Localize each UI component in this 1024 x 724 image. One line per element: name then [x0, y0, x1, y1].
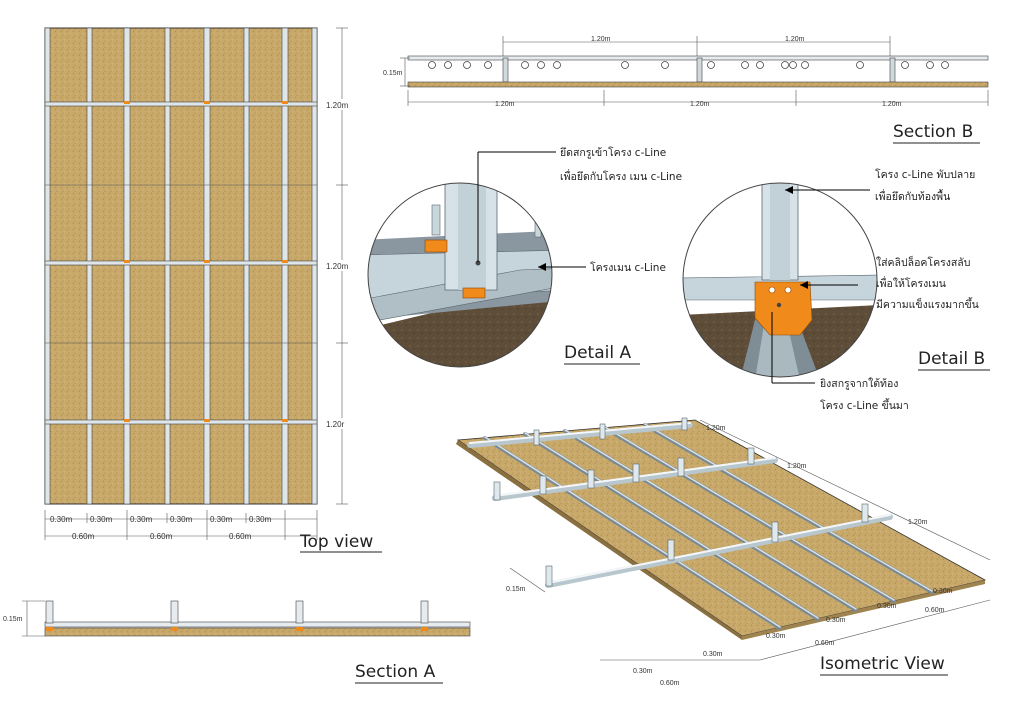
iso-right-small-1: 0.30m — [826, 617, 846, 624]
detail-a-note-1b: เพื่อยึดกับโครง เมน c-Line — [560, 169, 682, 183]
sec-b-height-dim: 0.15m — [383, 70, 403, 77]
top-dim-s5: 0.30m — [210, 515, 233, 524]
isometric-view: 1.20m 1.20m 1.20m 0.15m 0.30m 0.30m 0.30… — [456, 417, 991, 687]
iso-side-dim-3: 1.20m — [908, 519, 928, 526]
section-a: 0.15m Section A — [3, 600, 471, 684]
detail-a: ยึดสกรูเข้าโครง c-Line เพื่อยึดกับโครง เ… — [367, 146, 682, 368]
top-view-rails — [44, 27, 318, 505]
top-dim-v3: 1.20r — [326, 420, 345, 429]
detail-b-note-2a: ใส่คลิปล็อคโครงสลับ — [876, 255, 970, 269]
iso-front-small-1: 0.30m — [633, 668, 653, 675]
detail-a-note-2: โครงเมน c-Line — [590, 261, 666, 274]
iso-height-dim: 0.15m — [506, 586, 526, 593]
iso-right-small-3: 0.30m — [933, 588, 953, 595]
top-dim-v2: 1.20m — [326, 262, 349, 271]
detail-b-note-2b: เพื่อให้โครงเมน — [876, 276, 946, 290]
section-b-title: Section B — [893, 122, 973, 142]
iso-front-large-2: 0.60m — [815, 640, 835, 647]
iso-side-dim-1: 1.20m — [706, 425, 726, 432]
detail-b-note-3b: โครง c-Line ขึ้นมา — [820, 398, 909, 412]
detail-b-note-1a: โครง c-Line พับปลาย — [875, 168, 975, 181]
top-dim-s2: 0.30m — [90, 515, 113, 524]
detail-b: โครง c-Line พับปลาย เพื่อยึดกับท้องพื้น … — [682, 168, 990, 412]
section-a-title: Section A — [355, 662, 436, 682]
sec-b-bot-dim-1: 1.20m — [495, 101, 515, 108]
detail-b-note-1b: เพื่อยึดกับท้องพื้น — [875, 189, 950, 203]
detail-a-title: Detail A — [564, 343, 631, 363]
sec-b-top-dim-2: 1.20m — [785, 36, 805, 43]
iso-side-dim-2: 1.20m — [787, 463, 807, 470]
sec-a-height-dim: 0.15m — [3, 616, 23, 623]
section-b: 1.20m 1.20m — [383, 36, 989, 144]
iso-front-small-2: 0.30m — [703, 651, 723, 658]
sec-b-top-dim-1: 1.20m — [591, 36, 611, 43]
top-dim-s3: 0.30m — [130, 515, 153, 524]
top-view-board — [44, 27, 318, 505]
detail-b-title: Detail B — [918, 349, 985, 369]
top-dim-v1: 1.20m — [326, 101, 349, 110]
detail-b-note-3a: ยิงสกรูจากใต้ท้อง — [820, 377, 898, 390]
iso-right-small-2: 0.30m — [877, 603, 897, 610]
iso-front-large-1: 0.60m — [660, 680, 680, 687]
top-dim-s4: 0.30m — [170, 515, 193, 524]
sec-b-bot-dim-2: 1.20m — [690, 101, 710, 108]
top-dim-l3: 0.60m — [229, 532, 252, 541]
isometric-title: Isometric View — [820, 654, 945, 674]
iso-front-small-3: 0.30m — [766, 633, 786, 640]
detail-b-note-2c: มีความแข็งแรงมากขึ้น — [876, 297, 979, 311]
top-dim-l2: 0.60m — [150, 532, 173, 541]
top-dim-s6: 0.30m — [249, 515, 272, 524]
top-view-title: Top view — [299, 532, 373, 552]
top-view: 1.20m 1.20m 1.20r 0.30m 0.30m 0.30m 0.30… — [44, 27, 382, 553]
top-dim-s1: 0.30m — [50, 515, 73, 524]
top-view-mains — [44, 101, 318, 425]
iso-right-large-1: 0.60m — [925, 607, 945, 614]
top-dim-l1: 0.60m — [72, 532, 95, 541]
sec-b-bot-dim-3: 1.20m — [882, 101, 902, 108]
detail-a-note-1a: ยึดสกรูเข้าโครง c-Line — [560, 146, 666, 159]
